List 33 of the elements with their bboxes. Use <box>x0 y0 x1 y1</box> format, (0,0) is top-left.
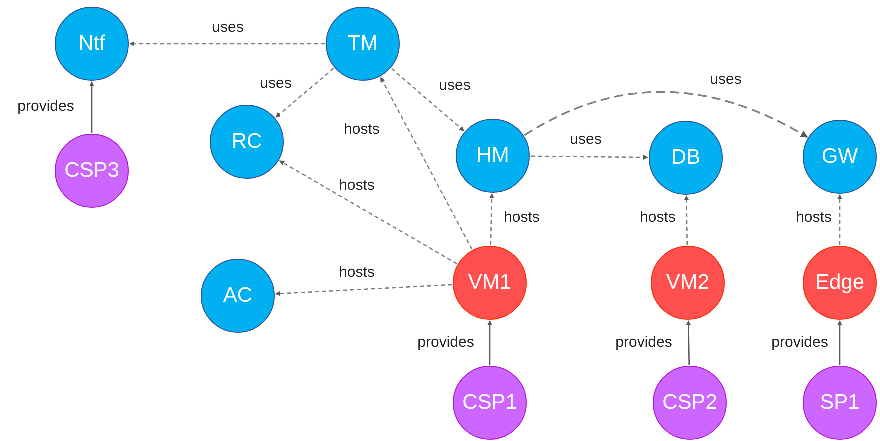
arrow <box>279 160 458 264</box>
node-label: DB <box>671 146 701 170</box>
arrow <box>89 81 95 133</box>
arrow <box>524 91 808 138</box>
arrow <box>380 77 473 250</box>
node-label: GW <box>822 145 858 169</box>
node-label: CSP1 <box>462 391 518 415</box>
arrow <box>837 320 843 365</box>
node-label: Edge <box>815 271 865 295</box>
node-label: TM <box>348 32 378 56</box>
node-label: CSP3 <box>64 159 120 183</box>
arrow <box>837 194 843 245</box>
arrow <box>684 195 690 246</box>
arrow <box>391 68 465 132</box>
arrow <box>531 154 649 160</box>
node-label: CSP2 <box>662 391 718 415</box>
arrow <box>275 284 452 296</box>
arrow <box>276 68 334 118</box>
node-label: SP1 <box>820 391 860 415</box>
arrow <box>489 193 495 246</box>
edge-label: provides <box>416 334 476 352</box>
arrow <box>686 320 692 366</box>
arrow <box>129 41 325 47</box>
edge-label: provides <box>614 334 674 352</box>
node-label: Ntf <box>78 32 106 56</box>
node-label: RC <box>232 130 262 154</box>
node-label: VM1 <box>468 271 512 295</box>
arrow <box>487 320 493 365</box>
edge-label: provides <box>16 98 76 116</box>
node-label: VM2 <box>666 271 710 295</box>
node-label: AC <box>223 284 253 308</box>
edge-label: provides <box>770 334 830 352</box>
node-label: HM <box>476 144 510 168</box>
